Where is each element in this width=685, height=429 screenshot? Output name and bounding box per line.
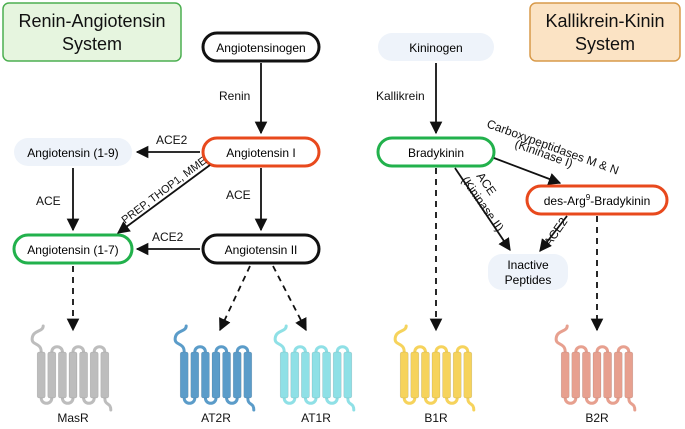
label-b2r: B2R [585, 411, 609, 425]
inactive-label-2: Peptides [505, 273, 552, 287]
label-b1r: B1R [424, 411, 448, 425]
kks-title-line1: Kallikrein-Kinin [545, 11, 664, 31]
ras-title-line2: System [62, 34, 122, 54]
inactive-label-1: Inactive [507, 258, 549, 272]
label-kallikrein: Kallikrein [376, 89, 425, 103]
ras-title-line1: Renin-Angiotensin [18, 11, 165, 31]
node-des-arg-bradykinin: des-Arg9-Bradykinin [525, 184, 669, 216]
des-arg-label: des-Arg9-Bradykinin [544, 193, 651, 208]
ras-title-box: Renin-Angiotensin System [2, 2, 182, 62]
label-masr: MasR [57, 411, 89, 425]
angiotensin-i-label: Angiotensin I [226, 146, 295, 160]
node-angiotensin-1-7: Angiotensin (1-7) [12, 233, 134, 265]
node-angiotensin-ii: Angiotensin II [201, 233, 321, 265]
angiotensinogen-label: Angiotensinogen [216, 41, 305, 55]
node-angiotensinogen: Angiotensinogen [201, 31, 321, 63]
label-prep-thop1-mme: PREP, THOP1, MME [120, 155, 209, 227]
dashed-arrow-to-at2r [219, 265, 251, 332]
node-bradykinin: Bradykinin [376, 136, 496, 168]
b2r-receptor-icon [554, 324, 637, 412]
label-at2r: AT2R [201, 411, 231, 425]
node-angiotensin-i: Angiotensin I [201, 136, 321, 168]
label-ace2-mid: ACE2 [152, 230, 184, 244]
at2r-receptor-icon [173, 324, 256, 412]
b1r-receptor-icon [393, 324, 476, 412]
label-ace2-right: ACE2 [541, 215, 571, 249]
masr-receptor-icon [30, 324, 113, 412]
arrow-bradykinin-to-des-arg [493, 157, 562, 185]
dashed-arrow-to-at1r [272, 265, 307, 332]
kks-title-line2: System [575, 34, 635, 54]
label-ace2-top: ACE2 [156, 133, 188, 147]
label-at1r: AT1R [301, 411, 331, 425]
label-ace-left: ACE [36, 194, 61, 208]
label-renin: Renin [219, 89, 250, 103]
label-carboxypeptidases: Carboxypeptidases M & N [485, 117, 621, 178]
label-ace-mid: ACE [226, 188, 251, 202]
arrow-bradykinin-to-inactive [454, 167, 511, 252]
receptor-group [30, 324, 637, 412]
angiotensin-ii-label: Angiotensin II [225, 243, 298, 257]
kininogen-label: Kininogen [409, 41, 462, 55]
arrow-des-arg-to-inactive [539, 215, 568, 252]
kks-title-box: Kallikrein-Kinin System [529, 2, 681, 62]
node-angiotensin-1-9: Angiotensin (1-9) [14, 138, 132, 166]
bradykinin-label: Bradykinin [408, 146, 464, 160]
node-inactive-peptides: Inactive Peptides [488, 254, 568, 290]
node-kininogen: Kininogen [378, 33, 494, 61]
at1r-receptor-icon [273, 324, 356, 412]
angiotensin-1-7-label: Angiotensin (1-7) [27, 243, 118, 257]
arrow-ang-i-to-ang-1-7 [116, 164, 211, 234]
angiotensin-1-9-label: Angiotensin (1-9) [27, 146, 118, 160]
